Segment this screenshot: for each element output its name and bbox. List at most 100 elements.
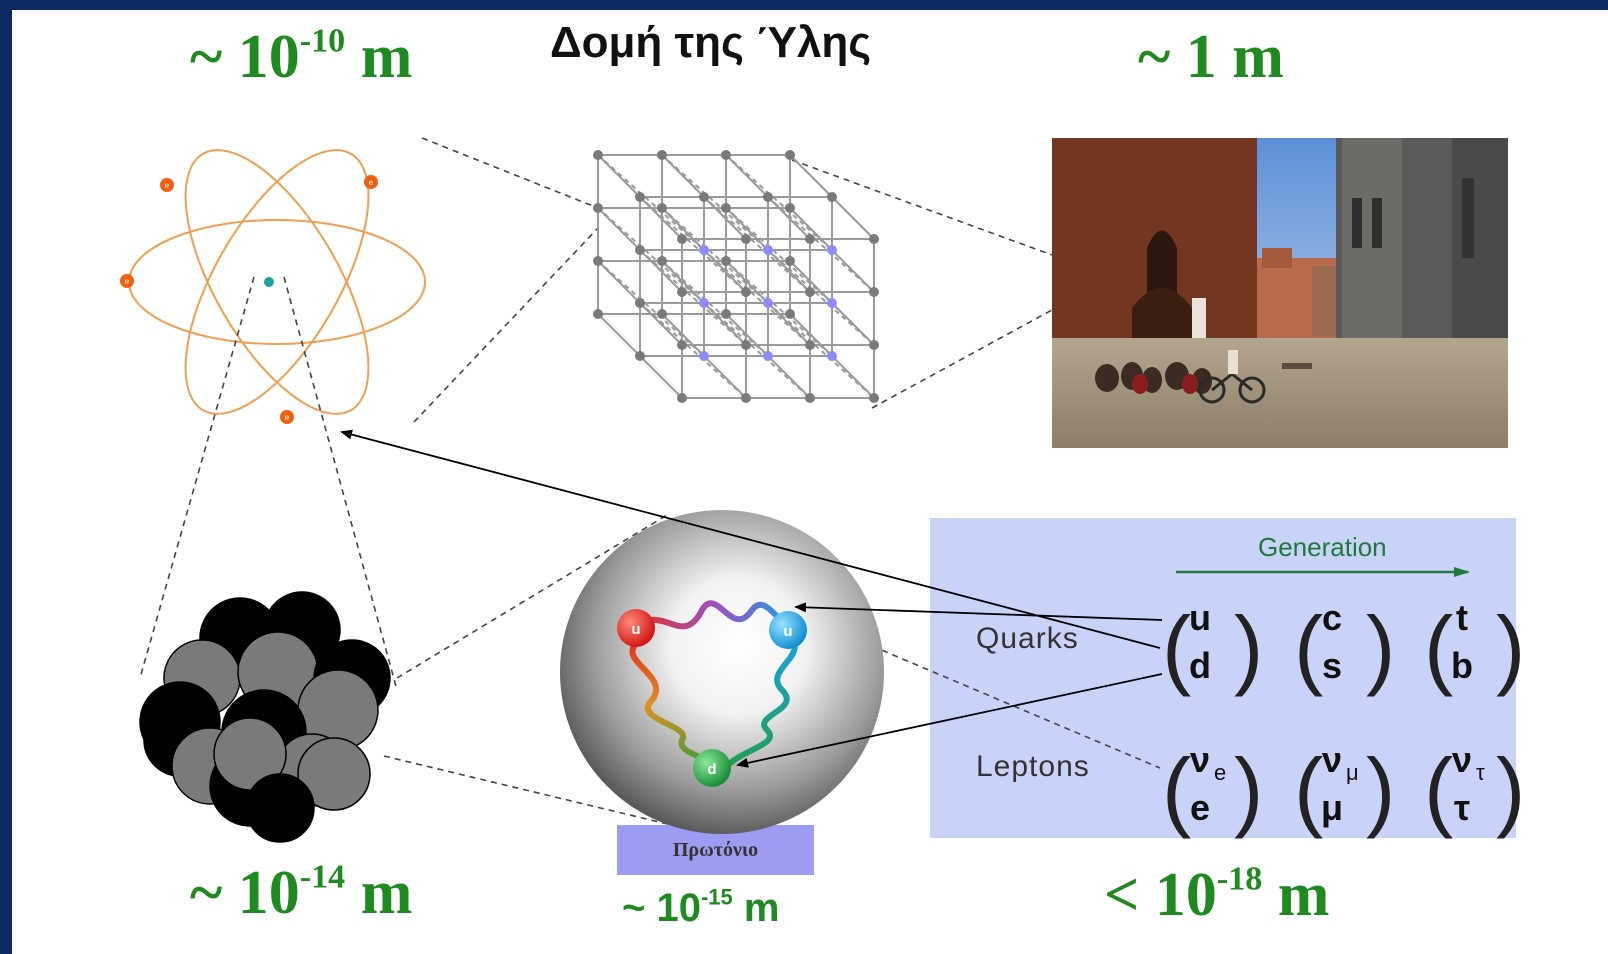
lattice-atom bbox=[869, 393, 879, 403]
atom-orbits bbox=[128, 149, 426, 415]
lattice-atom bbox=[593, 256, 603, 266]
particle-symbol: b bbox=[1451, 645, 1473, 686]
lattice-atom bbox=[699, 351, 709, 361]
lattice-atom bbox=[721, 150, 731, 160]
particle-symbol: t bbox=[1456, 597, 1468, 638]
lattice-atom bbox=[677, 393, 687, 403]
lattice-bond bbox=[597, 260, 705, 357]
lattice-atom bbox=[593, 150, 603, 160]
lattice-bond bbox=[597, 260, 641, 304]
lattice-atom bbox=[741, 393, 751, 403]
lattice-bond bbox=[639, 355, 683, 399]
lattice-atom bbox=[657, 256, 667, 266]
lattice-bond bbox=[789, 207, 833, 251]
particle-symbol: τ bbox=[1454, 787, 1470, 828]
lattice-atom bbox=[805, 340, 815, 350]
svg-text:u: u bbox=[783, 623, 792, 640]
particle-symbol: ν bbox=[1452, 739, 1472, 780]
lattice-bond bbox=[767, 196, 875, 293]
lattice-bond bbox=[639, 302, 747, 399]
arrow-to-d-quark bbox=[736, 673, 1163, 768]
lattice-atom bbox=[593, 309, 603, 319]
zoom-lines bbox=[139, 137, 1161, 829]
lattice-bond bbox=[703, 249, 811, 346]
lattice-atom bbox=[635, 298, 645, 308]
lattice-bond bbox=[661, 260, 769, 357]
atom-illustration: e e e e bbox=[120, 149, 426, 424]
arrows bbox=[340, 429, 1163, 768]
lattice-atom bbox=[721, 203, 731, 213]
matrix-bracket: ( bbox=[1162, 740, 1191, 839]
matrix-bracket: ( bbox=[1162, 598, 1191, 697]
lattice-atom bbox=[785, 203, 795, 213]
lattice-atom bbox=[827, 192, 837, 202]
matrix-bracket: ) bbox=[1366, 740, 1395, 839]
electron-icon: e bbox=[364, 175, 378, 189]
lattice-bond bbox=[661, 154, 769, 251]
electron-icon: e bbox=[120, 274, 134, 288]
lattice-atom bbox=[805, 393, 815, 403]
lattice-atom bbox=[699, 192, 709, 202]
arrow-to-u-quark bbox=[794, 602, 1163, 621]
lattice-bond bbox=[597, 154, 705, 251]
lattice-bond bbox=[767, 249, 875, 346]
lattice-atom bbox=[785, 150, 795, 160]
lattice-bond bbox=[725, 260, 833, 357]
gluon-right bbox=[721, 633, 798, 772]
lattice-bond bbox=[703, 355, 747, 399]
lattice-bond bbox=[789, 154, 833, 198]
scale-label-nucleus: ~ 10-14 m bbox=[190, 858, 413, 927]
matrix-bracket: ( bbox=[1424, 740, 1453, 839]
scale-label-quark: < 10-18 m bbox=[1104, 860, 1330, 929]
lattice-atom bbox=[699, 298, 709, 308]
particle-symbol: c bbox=[1322, 597, 1342, 638]
lattice-bond bbox=[767, 302, 875, 399]
lattice-atom bbox=[827, 298, 837, 308]
generation-label: Generation bbox=[1258, 532, 1387, 562]
lattice-bond bbox=[639, 196, 747, 293]
lattice-bond bbox=[703, 302, 811, 399]
lattice-bond bbox=[597, 313, 641, 357]
svg-text:d: d bbox=[707, 761, 716, 778]
lattice-atom bbox=[635, 351, 645, 361]
electron-icon: e bbox=[280, 410, 294, 424]
svg-text:u: u bbox=[631, 621, 640, 638]
crystal-lattice bbox=[593, 150, 879, 403]
lattice-bond bbox=[597, 207, 641, 251]
lattice-atom bbox=[677, 287, 687, 297]
lattice-atom bbox=[869, 234, 879, 244]
diagram-layer: e e e e bbox=[120, 137, 1525, 843]
particle-symbol: d bbox=[1189, 645, 1211, 686]
lattice-atom bbox=[763, 192, 773, 202]
matrix-bracket: ) bbox=[1366, 598, 1395, 697]
lattice-atom bbox=[657, 203, 667, 213]
svg-text:e: e bbox=[285, 413, 290, 422]
lattice-bond bbox=[661, 207, 769, 304]
lattice-bond bbox=[597, 207, 705, 304]
gluon-left bbox=[629, 637, 715, 771]
proton-illustration: u u d bbox=[560, 510, 884, 834]
scale-label-proton: ~ 10-15 m bbox=[622, 884, 780, 930]
lattice-atom bbox=[785, 309, 795, 319]
quark-u-left: u bbox=[617, 609, 655, 647]
lattice-bond bbox=[597, 154, 641, 198]
electrons: e e e e bbox=[120, 175, 378, 424]
lattice-atom bbox=[657, 150, 667, 160]
lattice-atom bbox=[741, 234, 751, 244]
particle-symbol: e bbox=[1190, 787, 1210, 828]
page-title: Δομή της Ύλης bbox=[550, 18, 872, 67]
lattice-atom bbox=[721, 256, 731, 266]
lattice-atom bbox=[827, 351, 837, 361]
lattice-atom bbox=[869, 287, 879, 297]
quark-u-right: u bbox=[769, 611, 807, 649]
matrix-bracket: ( bbox=[1294, 740, 1323, 839]
matrix-bracket: ) bbox=[1496, 598, 1525, 697]
electron-icon: e bbox=[160, 178, 174, 192]
slide: ~ 10-10 m Δομή της Ύλης ~ 1 m ~ 10-14 m … bbox=[12, 10, 1608, 954]
lattice-atom bbox=[635, 192, 645, 202]
lattice-bond bbox=[725, 154, 833, 251]
particle-subscript: τ bbox=[1476, 760, 1485, 785]
particle-symbol: s bbox=[1322, 645, 1342, 686]
scale-label-everyday: ~ 1 m bbox=[1138, 23, 1284, 91]
